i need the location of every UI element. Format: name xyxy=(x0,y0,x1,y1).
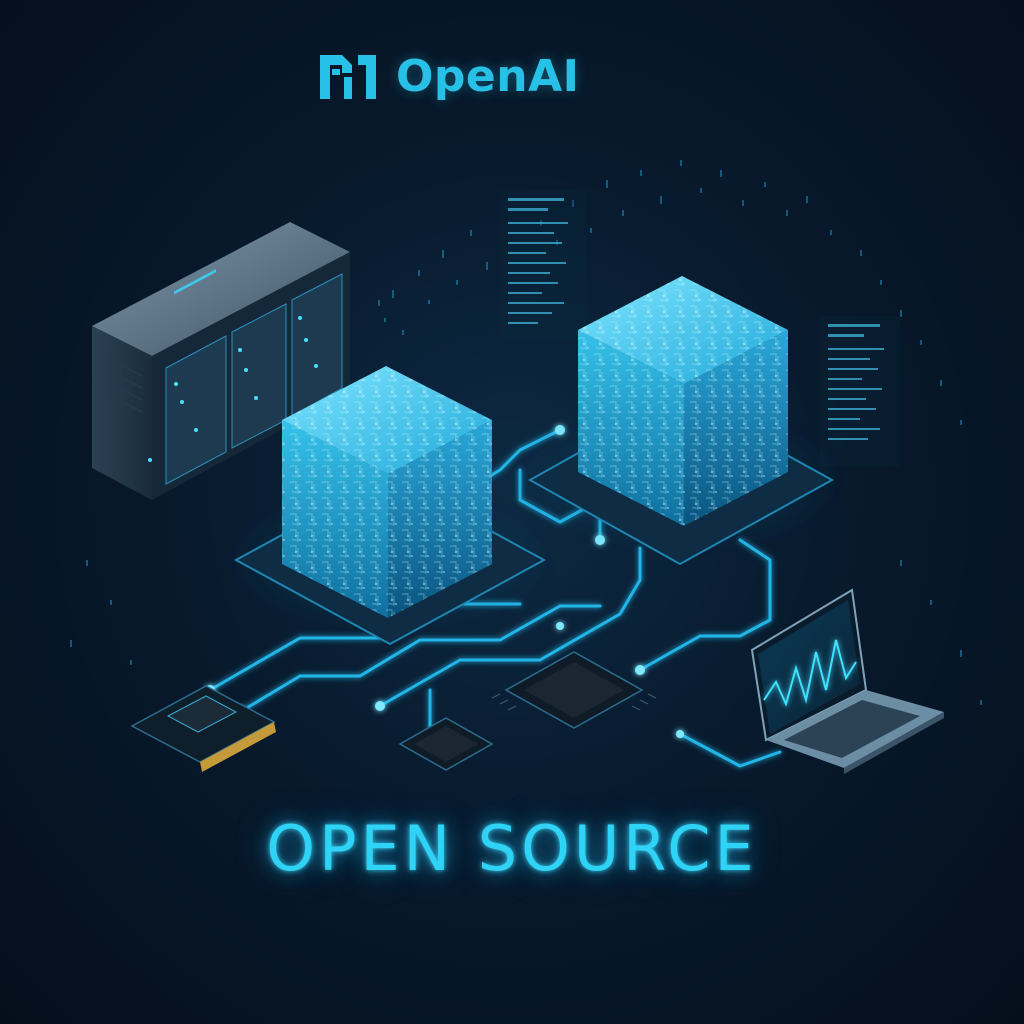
brand-name: OpenAI xyxy=(396,51,580,102)
memory-module xyxy=(130,685,276,772)
cube-right xyxy=(510,276,850,566)
laptop xyxy=(750,588,944,774)
code-panel-left xyxy=(500,190,586,340)
data-rain xyxy=(70,160,982,705)
openai-logo-icon xyxy=(320,55,376,99)
chip-small xyxy=(398,717,494,771)
server-rack xyxy=(92,222,350,500)
cube-left xyxy=(220,366,560,646)
chip-center xyxy=(491,651,657,729)
headline: OPEN SOURCE xyxy=(266,812,758,885)
code-panel-right xyxy=(820,316,900,466)
brand: OpenAI xyxy=(318,46,580,108)
